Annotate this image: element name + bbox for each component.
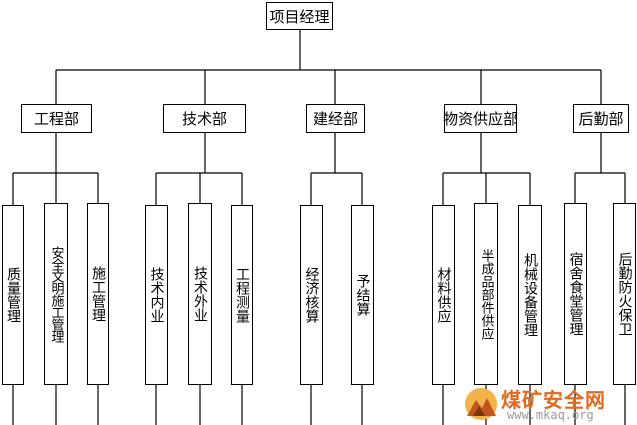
leaf-dormitory-canteen-management: 宿舍食堂管理 <box>564 203 587 385</box>
dept-technical: 技术部 <box>163 104 246 133</box>
root-node: 项目经理 <box>266 2 333 30</box>
leaf-technical-field: 技术外业 <box>188 203 212 385</box>
leaf-quality-management: 质量管理 <box>2 205 24 385</box>
leaf-technical-office: 技术内业 <box>145 205 168 385</box>
dept-construction-economics: 建经部 <box>306 104 365 133</box>
leaf-safety-civilized-construction: 安全文明施工管理 <box>44 203 68 385</box>
watermark-url: www.mkaq.org <box>507 408 594 422</box>
leaf-construction-management: 施工管理 <box>87 203 109 385</box>
leaf-machinery-management: 机械设备管理 <box>518 205 542 385</box>
leaf-logistics-fire-security: 后勤防火保卫 <box>613 203 636 385</box>
mountain-logo-icon <box>465 388 497 420</box>
dept-engineering: 工程部 <box>21 104 92 133</box>
leaf-engineering-survey: 工程测量 <box>231 205 253 385</box>
watermark-title: 煤矿安全网 <box>501 388 606 412</box>
leaf-material-supply: 材料供应 <box>432 205 455 385</box>
leaf-budget-settlement: 予结算 <box>351 205 374 385</box>
dept-logistics: 后勤部 <box>573 104 629 133</box>
leaf-semifinished-parts-supply: 半成品部件供应 <box>474 203 498 385</box>
leaf-economic-accounting: 经济核算 <box>300 205 323 385</box>
dept-materials-supply: 物资供应部 <box>443 104 518 133</box>
watermark: 煤矿安全网 www.mkaq.org <box>463 384 633 424</box>
